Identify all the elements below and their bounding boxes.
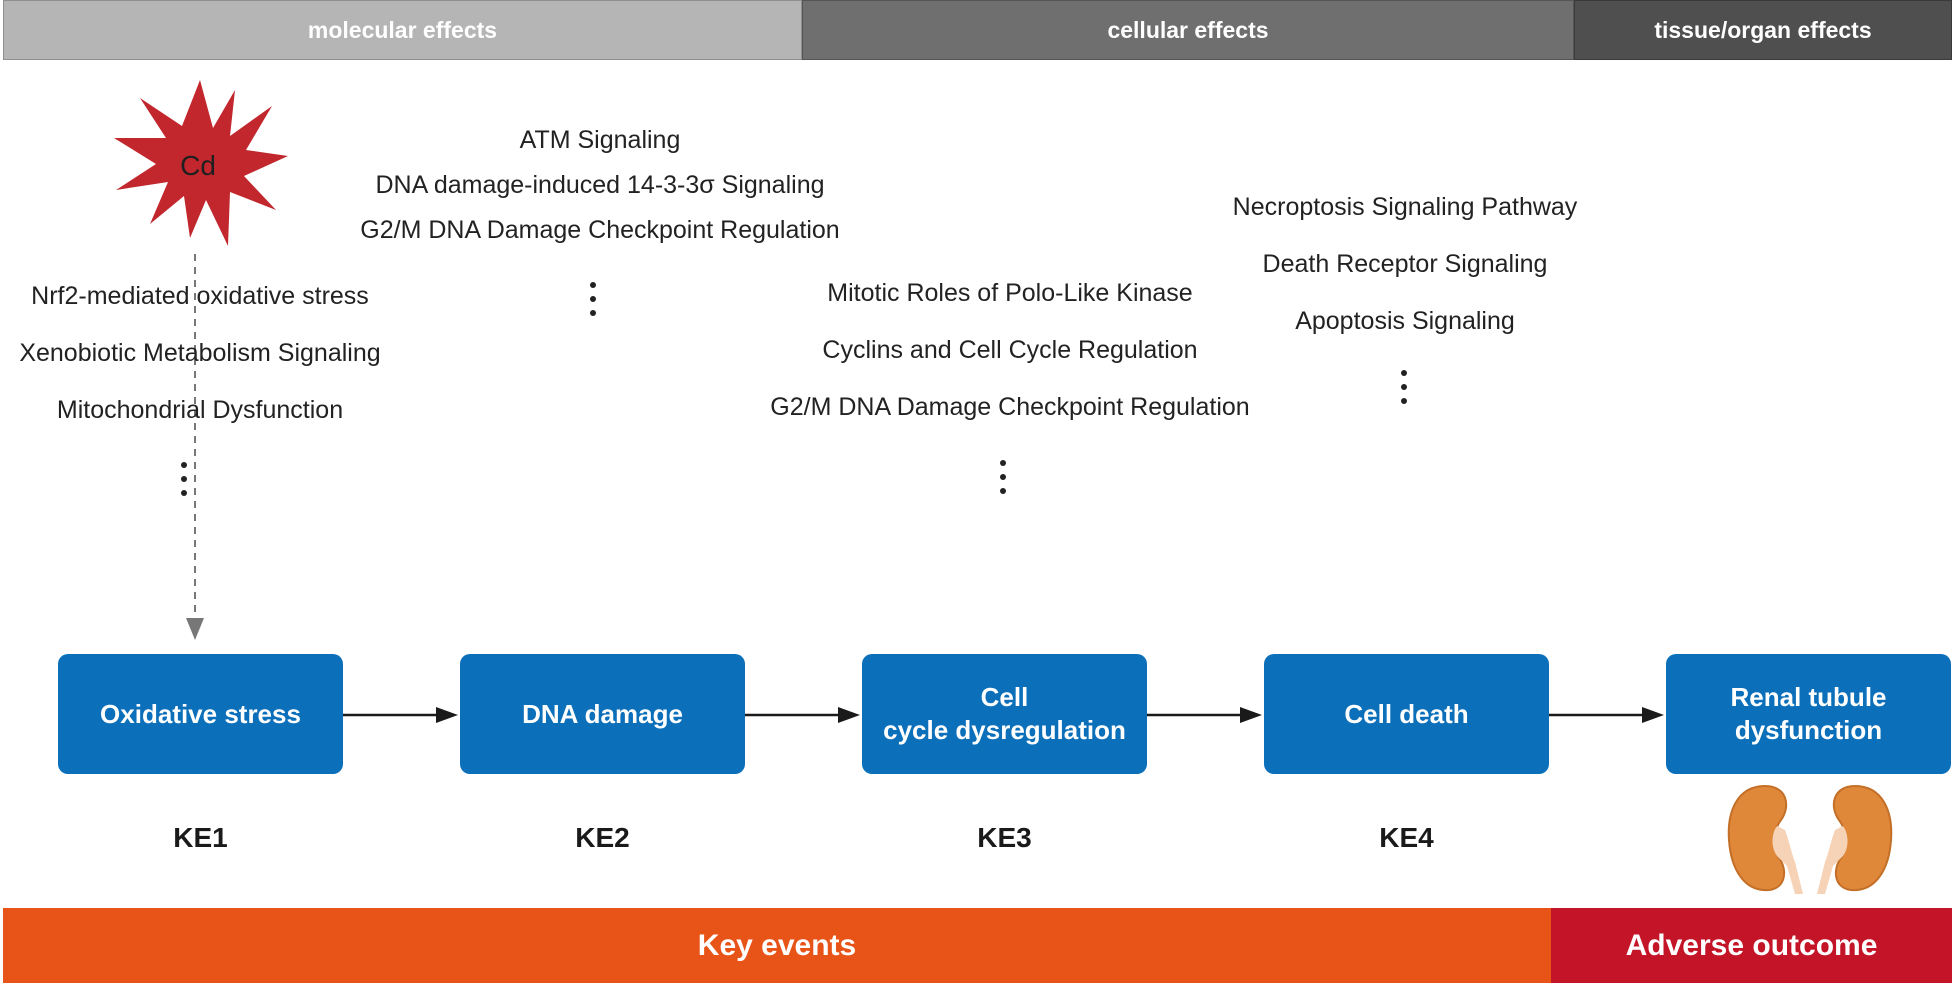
pathway-list-ke2: ATM Signaling DNA damage-induced 14-3-3σ…	[350, 126, 850, 246]
pathway-item: Nrf2-mediated oxidative stress	[31, 282, 369, 310]
starburst-icon: Cd	[114, 80, 288, 246]
ke-label: KE4	[1379, 822, 1434, 853]
pathway-item: Death Receptor Signaling	[1262, 250, 1548, 278]
pathway-item: Mitochondrial Dysfunction	[56, 396, 344, 424]
adverse-outcome-bar: Adverse outcome	[1551, 908, 1952, 983]
header-cellular-effects: cellular effects	[802, 0, 1574, 60]
event-box-dna-damage: DNA damage	[460, 654, 745, 774]
pathway-item: ATM Signaling	[519, 126, 681, 154]
event-box-cell-cycle-dysregulation: Cell cycle dysregulation	[862, 654, 1147, 774]
pathway-list-ke1: Nrf2-mediated oxidative stress Xenobioti…	[0, 282, 400, 442]
pathway-item: Cyclins and Cell Cycle Regulation	[822, 336, 1198, 364]
pathway-item: G2/M DNA Damage Checkpoint Regulation	[770, 393, 1250, 421]
pathway-item: Necroptosis Signaling Pathway	[1232, 193, 1578, 221]
kidney-icon	[1727, 784, 1893, 894]
header-molecular-effects: molecular effects	[3, 0, 802, 60]
pathway-item: Apoptosis Signaling	[1295, 307, 1515, 335]
header-tissue-organ-effects: tissue/organ effects	[1574, 0, 1952, 60]
ke-label: KE3	[977, 822, 1032, 853]
event-arrows	[343, 707, 1664, 723]
pathway-item: Mitotic Roles of Polo-Like Kinase	[827, 279, 1193, 307]
event-box-oxidative-stress: Oxidative stress	[58, 654, 343, 774]
pathway-item: G2/M DNA Damage Checkpoint Regulation	[360, 216, 840, 244]
dashed-arrow	[186, 254, 204, 640]
pathway-list-ke4: Necroptosis Signaling Pathway Death Rece…	[1185, 193, 1625, 335]
pathway-item: Xenobiotic Metabolism Signaling	[19, 339, 381, 367]
event-box-renal-tubule-dysfunction: Renal tubule dysfunction	[1666, 654, 1951, 774]
pathway-list-ke3: Mitotic Roles of Polo-Like Kinase Cyclin…	[750, 279, 1270, 421]
ke-label: KE2	[575, 822, 630, 853]
stressor-label: Cd	[180, 150, 216, 181]
ke-label: KE1	[173, 822, 228, 853]
event-box-cell-death: Cell death	[1264, 654, 1549, 774]
key-events-bar: Key events	[3, 908, 1551, 983]
pathway-item: DNA damage-induced 14-3-3σ Signaling	[375, 171, 825, 199]
